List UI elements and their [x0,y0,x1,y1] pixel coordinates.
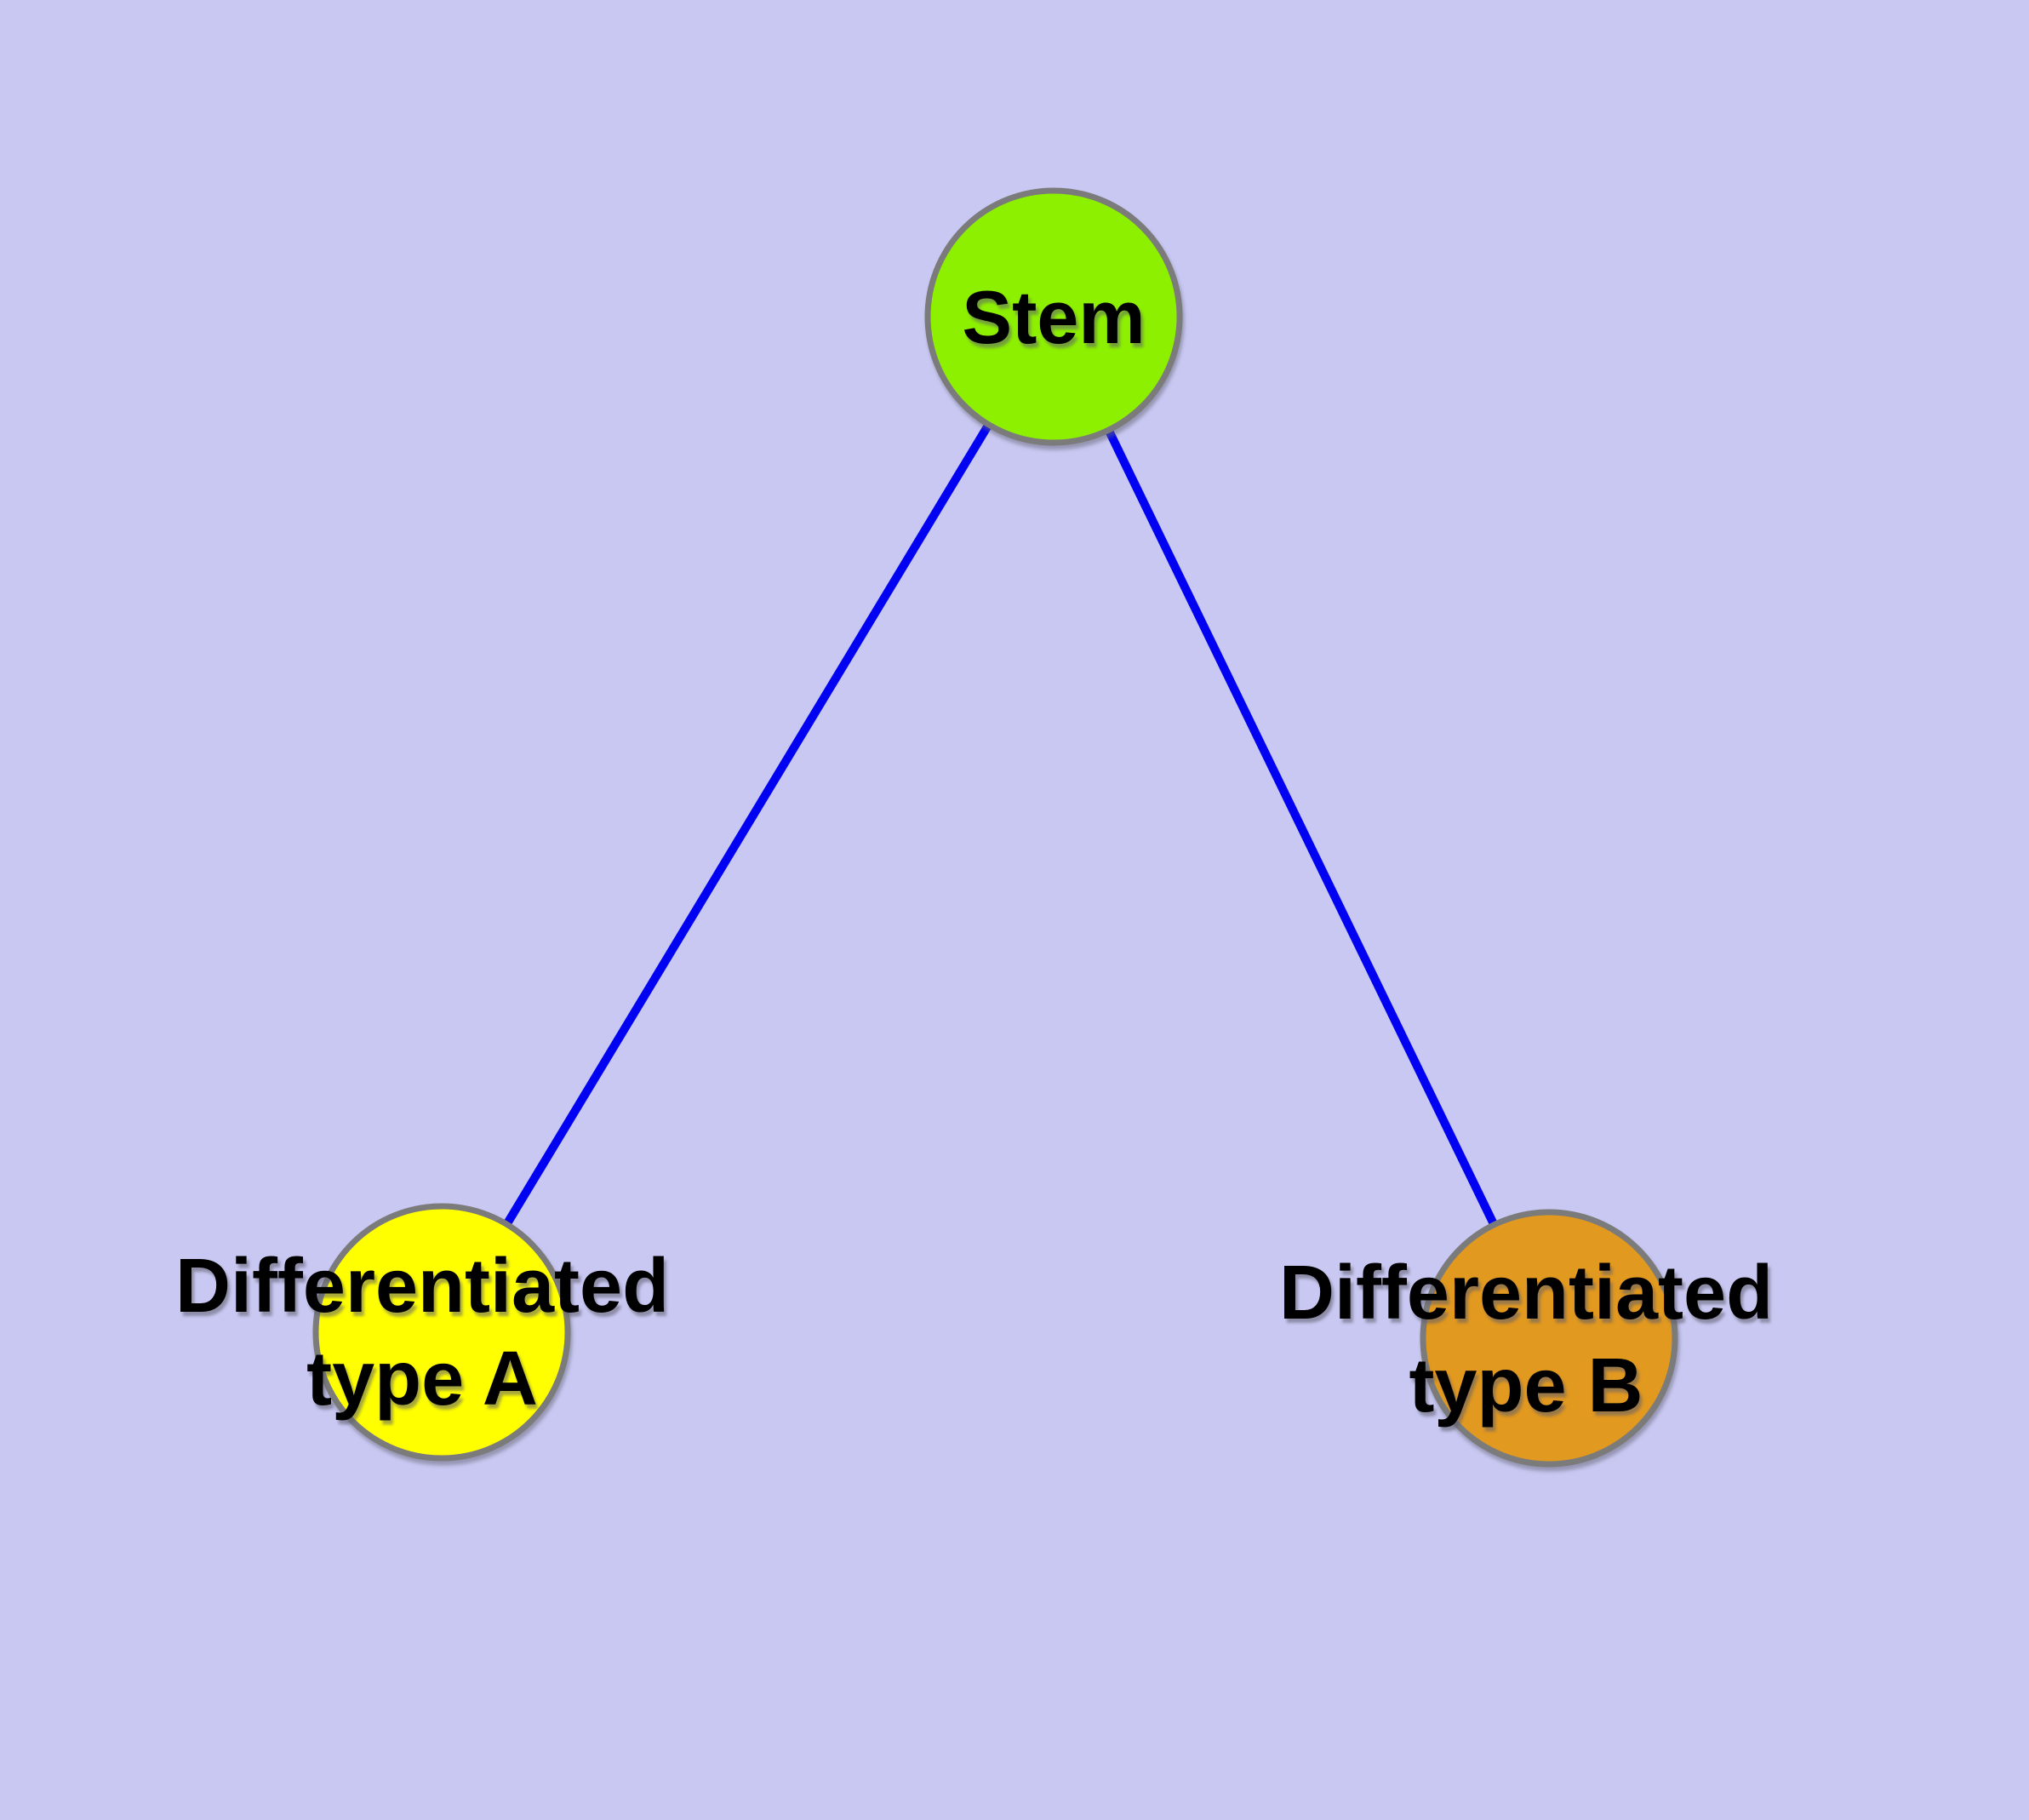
differentiated-type-a-label: Differentiated type A [175,1240,669,1426]
type-a-label-line1: Differentiated [174,1244,670,1329]
stem-label-text: Stem [962,275,1146,359]
edge-stem-to-type-b [1049,314,1553,1341]
type-a-label-line2: type A [306,1336,538,1422]
stem-node-label: Stem [962,271,1145,363]
differentiated-type-b-label: Differentiated type B [1279,1247,1773,1433]
differentiated-type-b-node [1420,1209,1678,1468]
edge-stem-to-type-a [437,314,1058,1335]
type-b-label-line2: type B [1409,1343,1643,1428]
stem-node [924,187,1183,446]
differentiated-type-a-node [312,1203,571,1462]
type-b-label-line1: Differentiated [1278,1251,1774,1336]
